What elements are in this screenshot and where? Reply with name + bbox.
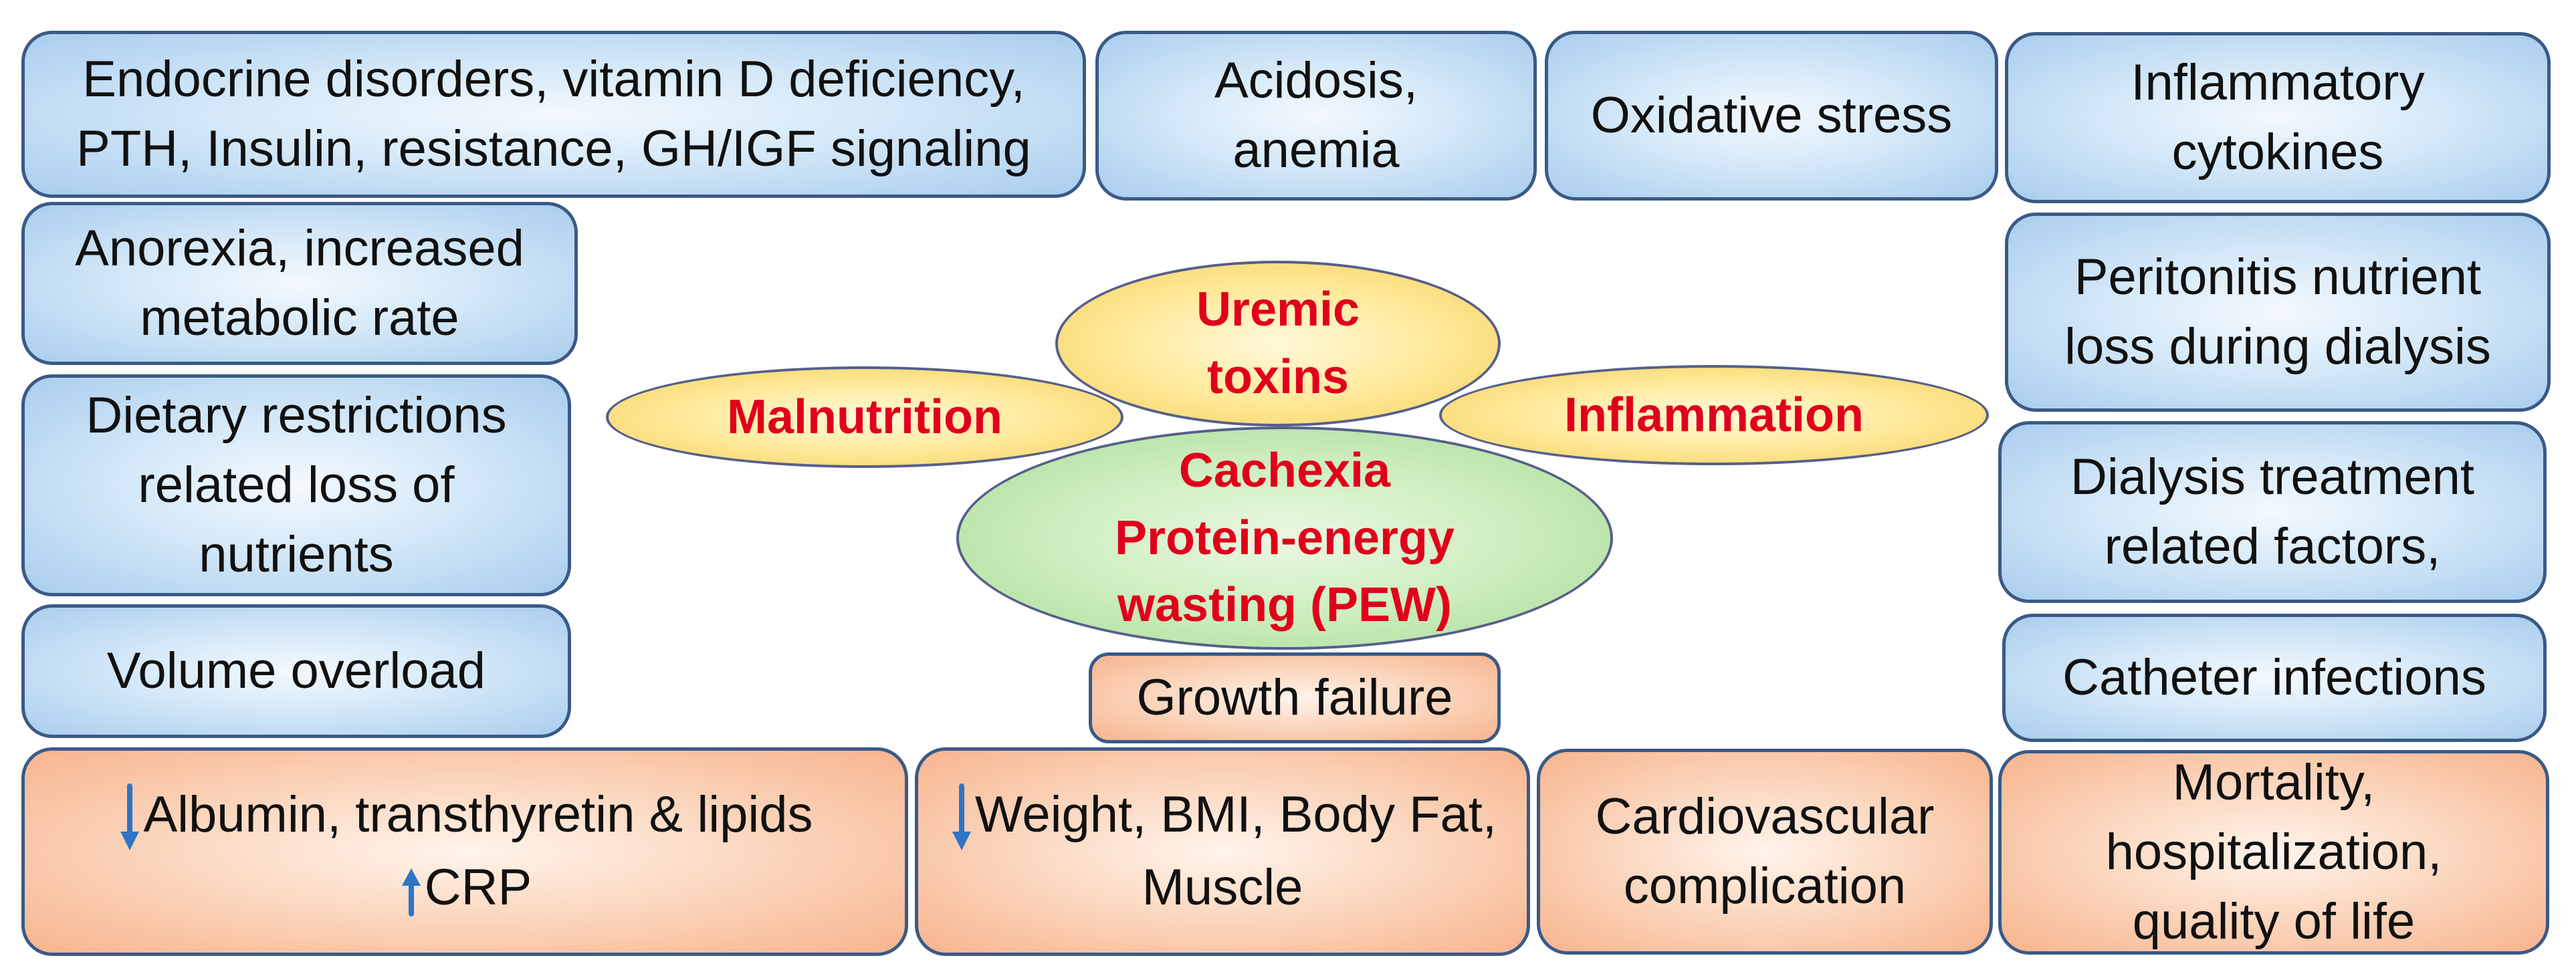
dietary-restrictions-box: Dietary restrictions related loss of nut…	[21, 374, 571, 596]
uremic-toxins-ellipse: Uremic toxins	[1055, 261, 1501, 426]
anorexia-text-2: metabolic rate	[140, 289, 459, 346]
inflammation-ellipse: Inflammation	[1439, 365, 1989, 465]
malnutrition-text: Malnutrition	[727, 390, 1002, 444]
acidosis-text-2: anemia	[1232, 122, 1400, 178]
anorexia-text-1: Anorexia, increased	[75, 219, 524, 277]
arrow-down-icon	[952, 783, 971, 851]
albumin-text: Albumin, transthyretin & lipids	[143, 786, 813, 844]
albumin-box: Albumin, transthyretin & lipids CRP	[21, 747, 908, 956]
cytokines-text-2: cytokines	[2171, 124, 2384, 180]
weight-text-2: Muscle	[1142, 859, 1303, 916]
cardio-text-2: complication	[1623, 858, 1907, 914]
growth-failure-box: Growth failure	[1089, 652, 1501, 743]
catheter-infections-box: Catheter infections	[2002, 614, 2547, 742]
volume-overload-text: Volume overload	[106, 642, 486, 699]
crp-text: CRP	[424, 859, 532, 916]
mortality-text-2: hospitalization,	[2105, 823, 2442, 880]
cachexia-pew-ellipse: Cachexia Protein-energy wasting (PEW)	[956, 426, 1613, 650]
albumin-line-1: Albumin, transthyretin & lipids	[116, 780, 813, 853]
anorexia-box: Anorexia, increased metabolic rate	[21, 202, 578, 365]
endocrine-box: Endocrine disorders, vitamin D deficienc…	[21, 31, 1086, 198]
mortality-box: Mortality, hospitalization, quality of l…	[1998, 750, 2549, 955]
cytokines-text-1: Inflammatory	[2131, 53, 2425, 111]
albumin-line-2: CRP	[398, 853, 532, 923]
inflammatory-cytokines-box: Inflammatory cytokines	[2005, 32, 2551, 203]
weight-bmi-box: Weight, BMI, Body Fat, Muscle	[915, 747, 1530, 956]
acidosis-box: Acidosis, anemia	[1095, 31, 1537, 201]
mortality-text-1: Mortality,	[2172, 753, 2375, 811]
endocrine-text-1: Endocrine disorders, vitamin D deficienc…	[82, 50, 1025, 108]
cachexia-text-2: Protein-energy	[1114, 511, 1455, 565]
peritonitis-text-1: Peritonitis nutrient	[2074, 248, 2482, 305]
endocrine-text-2: PTH, Insulin, resistance, GH/IGF signali…	[76, 120, 1031, 177]
uremic-text-2: toxins	[1206, 350, 1350, 404]
cardiovascular-box: Cardiovascular complication	[1537, 749, 1993, 955]
uremic-text-1: Uremic	[1196, 283, 1360, 337]
dietary-text-3: nutrients	[199, 526, 394, 584]
dietary-text-2: related loss of	[138, 456, 455, 513]
peritonitis-box: Peritonitis nutrient loss during dialysi…	[2005, 213, 2551, 412]
growth-failure-text: Growth failure	[1136, 668, 1453, 726]
malnutrition-ellipse: Malnutrition	[606, 366, 1123, 468]
dietary-text-1: Dietary restrictions	[86, 386, 507, 444]
cachexia-text-1: Cachexia	[1178, 443, 1391, 497]
weight-line-1: Weight, BMI, Body Fat,	[948, 780, 1497, 853]
arrow-up-icon	[401, 868, 421, 917]
mortality-text-3: quality of life	[2132, 893, 2416, 951]
dialysis-text-2: related factors,	[2104, 518, 2441, 575]
weight-text-1: Weight, BMI, Body Fat,	[974, 786, 1497, 844]
arrow-down-icon	[120, 783, 140, 851]
oxidative-stress-text: Oxidative stress	[1590, 86, 1953, 144]
acidosis-text-1: Acidosis,	[1214, 51, 1418, 109]
cachexia-text-3: wasting (PEW)	[1117, 578, 1452, 632]
peritonitis-text-2: loss during dialysis	[2064, 318, 2491, 375]
catheter-text: Catheter infections	[2062, 648, 2486, 706]
dialysis-text-1: Dialysis treatment	[2070, 448, 2474, 505]
inflammation-text: Inflammation	[1564, 388, 1864, 442]
cardio-text-1: Cardiovascular	[1595, 787, 1935, 845]
oxidative-stress-box: Oxidative stress	[1545, 31, 1998, 201]
dialysis-treatment-box: Dialysis treatment related factors,	[1998, 421, 2547, 603]
volume-overload-box: Volume overload	[21, 604, 571, 738]
